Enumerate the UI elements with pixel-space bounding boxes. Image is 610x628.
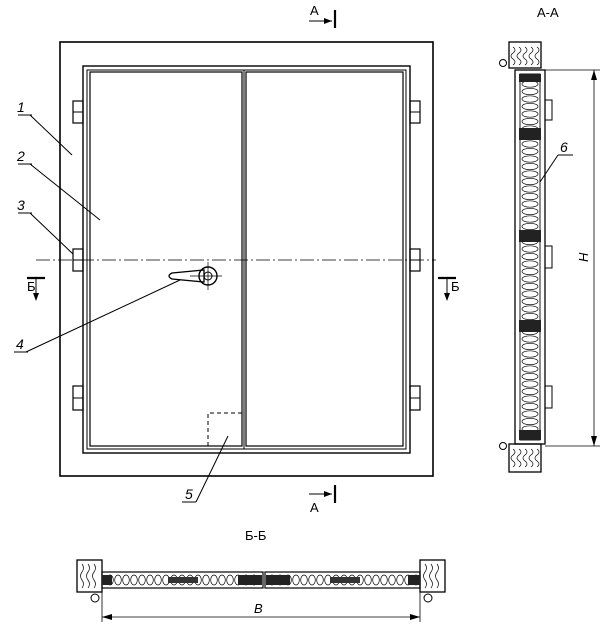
callout-6: 6: [560, 139, 568, 155]
right-door-leaf: [245, 71, 404, 447]
section-bb-view: Б-Б B: [76, 528, 446, 622]
callouts: 1 2 3 4 5: [14, 99, 229, 503]
callout-3: 3: [17, 197, 25, 213]
dimension-b: B: [254, 601, 263, 616]
section-mark-a-top: А: [310, 3, 319, 18]
hinges-right: [409, 100, 421, 411]
section-mark-b-right: Б: [451, 279, 460, 294]
callout-4: 4: [16, 336, 24, 352]
hinges-left: [72, 100, 84, 411]
dimension-h: H: [576, 252, 591, 262]
section-title-aa: А-А: [537, 5, 559, 20]
section-mark-b-left: Б: [27, 279, 36, 294]
door-handle: [168, 262, 222, 290]
section-title-bb: Б-Б: [245, 528, 266, 543]
callout-1: 1: [17, 99, 25, 115]
callout-2: 2: [16, 148, 25, 164]
section-aa-view: А-А H 6: [499, 5, 600, 473]
door-frame-inner-2: [86, 69, 407, 450]
hidden-latch-dashed: [207, 412, 242, 446]
door-frame-outer: [59, 41, 434, 477]
section-bb-marks: Б Б: [27, 276, 460, 301]
callout-5: 5: [185, 486, 193, 502]
section-aa-marks: А А: [309, 3, 337, 515]
front-view: [36, 41, 436, 477]
left-door-leaf: [89, 71, 243, 447]
section-mark-a-bottom: А: [310, 500, 319, 515]
